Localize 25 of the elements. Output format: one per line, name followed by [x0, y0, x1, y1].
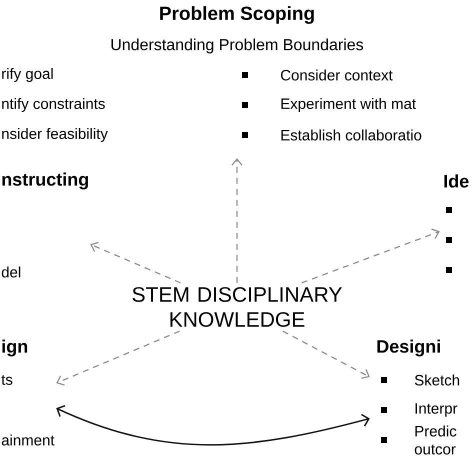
list-item: Establish collaboratio	[281, 130, 422, 140]
list-item: Interpr	[416, 403, 458, 417]
arrow	[56, 404, 370, 446]
list-item: ts	[1, 375, 12, 385]
list-item: del	[2, 266, 20, 278]
arrow	[56, 330, 180, 386]
list-item: Experiment with mat	[281, 98, 416, 112]
list-item: Predic outcor	[414, 426, 456, 454]
list-item: Sketch	[414, 374, 460, 386]
heading: nstructing	[2, 172, 88, 190]
subheading: Understanding Problem Boundaries	[112, 38, 364, 54]
heading: Designi	[377, 340, 440, 356]
heading: ign	[2, 340, 28, 356]
list-item: rify goal	[2, 68, 53, 82]
center-label: STEM DISCIPLINARY KNOWLEDGE	[132, 287, 342, 327]
list-item: ainment	[2, 434, 54, 446]
arrow	[90, 242, 181, 284]
heading: Ide	[444, 174, 469, 188]
heading: Problem Scoping	[160, 6, 314, 24]
list-item: Consider context	[280, 70, 393, 80]
arrow	[301, 228, 440, 284]
arrow	[232, 158, 242, 283]
list-item: ntify constraints	[2, 98, 105, 112]
list-item: nsider feasibility	[2, 128, 108, 142]
arrow	[282, 330, 370, 379]
